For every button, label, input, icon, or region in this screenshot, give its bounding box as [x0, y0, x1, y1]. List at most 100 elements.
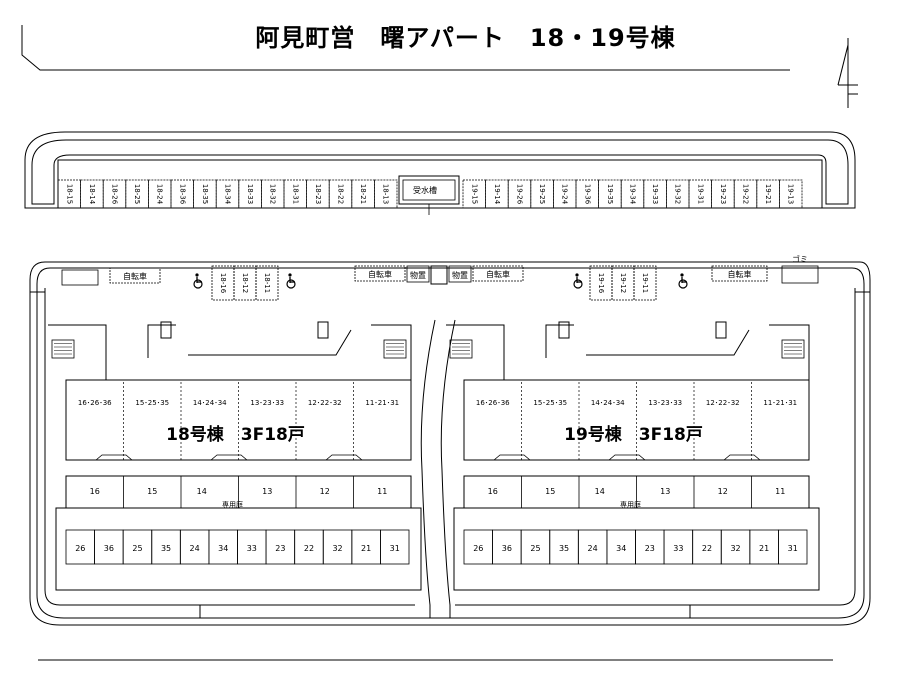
- parking-slot-label: 18-32: [269, 184, 277, 204]
- parking-slot-label: 18-36: [178, 184, 186, 205]
- canopy: [147, 324, 352, 358]
- parking-space-label: 21: [759, 544, 769, 553]
- unit-label: 11･21･31: [365, 399, 399, 407]
- garden-label: 15: [147, 487, 157, 496]
- accessible-parking-label: 18-16: [219, 273, 227, 294]
- column: [715, 321, 727, 339]
- stair-hall: [446, 324, 810, 380]
- parking-slot-label: 19-36: [583, 184, 591, 205]
- bicycle-parking: [354, 265, 406, 282]
- wheelchair-icon: [193, 273, 203, 289]
- parking-slot-label: 19-31: [696, 184, 704, 204]
- parking-slot-label: 19-35: [606, 184, 614, 204]
- unit-label: 14･24･34: [591, 399, 625, 407]
- parking-slot-label: 18-26: [111, 184, 119, 205]
- parking-slot-label: 18-31: [291, 184, 299, 204]
- top-parking-area: [24, 131, 856, 209]
- parking-slot: [779, 179, 803, 209]
- parking-slot-label: 19-25: [538, 184, 546, 204]
- storage-shed-label: 物置: [410, 270, 426, 280]
- garden-label: 13: [262, 487, 272, 496]
- title-frame: [21, 25, 790, 71]
- garden-label: 13: [660, 487, 670, 496]
- bicycle-parking: [472, 265, 524, 282]
- parking-space-label: 32: [730, 544, 740, 553]
- garden-label: 11: [775, 487, 785, 496]
- parking-slot-label: 19-15: [470, 184, 478, 204]
- parking-space-label: 26: [473, 544, 483, 553]
- parking-slot-label: 18-13: [382, 184, 390, 204]
- bicycle-parking-label: 自転車: [728, 269, 752, 279]
- unit-label: 16･26･36: [476, 399, 510, 407]
- parking-slot-label: 19-26: [516, 184, 524, 205]
- parking-slot-label: 18-22: [337, 184, 345, 204]
- wheelchair-icon: [286, 273, 296, 289]
- bicycle-parking: [711, 265, 768, 282]
- accessible-parking-label: 19-11: [641, 273, 649, 293]
- storage-shed: [448, 265, 472, 283]
- parking-slot-label: 19-13: [787, 184, 795, 204]
- garden-label: 11: [377, 487, 387, 496]
- garden-label: 16: [90, 487, 100, 496]
- water-tank-label: 受水槽: [413, 185, 437, 195]
- accessible-parking-slot: [255, 265, 279, 301]
- parking-lot: [55, 507, 422, 591]
- storage-shed: [406, 265, 430, 283]
- parking-slot-label: 18-21: [359, 184, 367, 204]
- parking-space-label: 23: [645, 544, 655, 553]
- unit-label: 14･24･34: [193, 399, 227, 407]
- unit-label: 15･25･35: [533, 399, 567, 407]
- parking-space-label: 22: [304, 544, 314, 553]
- parking-space-label: 35: [559, 544, 569, 553]
- parking-slot-label: 19-21: [764, 184, 772, 204]
- parking-slot-label: 19-14: [493, 184, 501, 205]
- unit-label: 12･22･32: [308, 399, 342, 407]
- parking-space-label: 33: [247, 544, 257, 553]
- balcony-line: [66, 454, 411, 461]
- bicycle-parking-label: 自転車: [368, 269, 392, 279]
- garden-label: 12: [320, 487, 330, 496]
- parking-slot-label: 18-23: [314, 184, 322, 204]
- unit-label: 13･23･33: [648, 399, 682, 407]
- staircase-icon: [51, 339, 75, 359]
- parking-space-label: 34: [218, 544, 228, 553]
- parking-slot-label: 19-23: [719, 184, 727, 204]
- canopy: [545, 324, 750, 358]
- staircase-icon: [449, 339, 473, 359]
- garbage-station-label: ゴミ: [792, 254, 808, 264]
- parking-space-label: 31: [390, 544, 400, 553]
- equipment-box: [61, 269, 99, 286]
- parking-space-label: 21: [361, 544, 371, 553]
- wheelchair-icon: [678, 273, 688, 289]
- parking-space-label: 32: [332, 544, 342, 553]
- parking-slot-label: 18-33: [246, 184, 254, 204]
- accessible-parking-label: 19-12: [619, 273, 627, 293]
- parking-slot-label: 18-25: [133, 184, 141, 204]
- parking-space-label: 26: [75, 544, 85, 553]
- unit-label: 16･26･36: [78, 399, 112, 407]
- garden-label: 12: [718, 487, 728, 496]
- water-tank-inner: [402, 179, 456, 201]
- garbage-station: [781, 265, 819, 284]
- parking-space-label: 22: [702, 544, 712, 553]
- parking-slot-label: 19-34: [629, 184, 637, 205]
- parking-space: [778, 529, 808, 565]
- garden-label: 14: [595, 487, 605, 496]
- accessible-parking-label: 18-11: [263, 273, 271, 293]
- garden-label: 15: [545, 487, 555, 496]
- parking-lot: [453, 507, 820, 591]
- unit-label: 12･22･32: [706, 399, 740, 407]
- staircase-icon: [781, 339, 805, 359]
- storage-shed-label: 物置: [452, 270, 468, 280]
- balcony-line: [464, 454, 809, 461]
- accessible-parking-label: 19-16: [597, 273, 605, 294]
- parking-space-label: 36: [502, 544, 512, 553]
- garden-label: 16: [488, 487, 498, 496]
- bicycle-parking: [109, 267, 161, 284]
- staircase-icon: [383, 339, 407, 359]
- building: 16･26･36 15･25･35 14･24･34 13･23･33 12･22･32…: [446, 321, 820, 591]
- parking-slot-label: 19-32: [674, 184, 682, 204]
- page-title: 阿見町営 曙アパート 18・19号棟: [255, 24, 676, 52]
- accessible-parking-label: 18-12: [241, 273, 249, 293]
